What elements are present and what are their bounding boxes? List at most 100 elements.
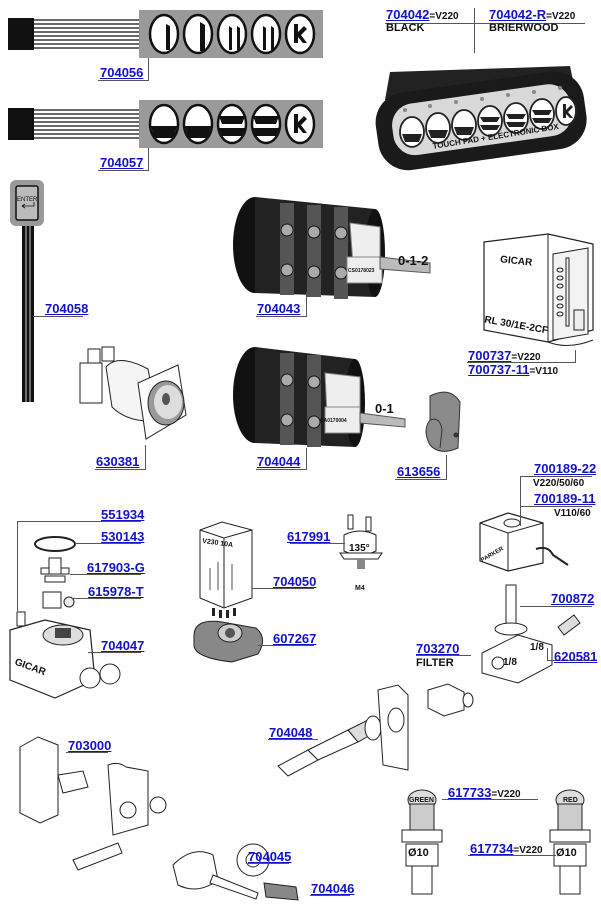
leader-line <box>72 598 141 599</box>
voltage-note-110: V110/60 <box>554 508 591 519</box>
switch-knob-illustration <box>425 391 461 452</box>
leader-line <box>17 521 18 611</box>
relay-and-socket-illustration <box>193 521 263 663</box>
voltage-suffix: =V220 <box>429 11 459 22</box>
leader-line <box>290 543 345 544</box>
part-link-704045[interactable]: 704045 <box>248 849 292 864</box>
leader-line <box>145 445 146 470</box>
pushbutton-switch-illustration <box>79 346 187 440</box>
leader-line <box>547 648 548 661</box>
part-code[interactable]: 704042-R <box>489 7 547 22</box>
leader-line <box>66 752 108 753</box>
part-link-704047[interactable]: 704047 <box>101 638 145 653</box>
leader-line <box>468 855 556 856</box>
switch-positions-0-1: 0-1 <box>375 401 394 416</box>
leader-line <box>75 543 141 544</box>
leader-line <box>258 645 314 646</box>
part-code[interactable]: 704042 <box>386 7 430 22</box>
thermostat-temperature: 135° <box>349 543 370 554</box>
part-link-704057[interactable]: 704057 <box>100 155 144 170</box>
part-link-704046[interactable]: 704046 <box>311 881 355 896</box>
part-link-704044[interactable]: 704044 <box>257 454 301 469</box>
part-link-615978-T[interactable]: 615978-T <box>88 584 144 599</box>
thermostat-illustration <box>339 514 383 569</box>
leader-line <box>446 455 447 480</box>
part-link-700189-22[interactable]: 700189-22 <box>534 461 597 476</box>
leader-line <box>306 292 307 317</box>
part-code[interactable]: 700737 <box>468 348 512 363</box>
enter-key-text: ENTER <box>17 197 38 203</box>
leader-line <box>98 170 148 171</box>
part-link-630381[interactable]: 630381 <box>96 454 140 469</box>
switch-model-label-2pos: CA0170004 <box>320 418 347 424</box>
leader-line <box>520 476 592 477</box>
leader-line <box>467 362 575 363</box>
part-link-703000[interactable]: 703000 <box>68 738 112 753</box>
part-link-613656[interactable]: 613656 <box>397 464 441 479</box>
voltage-suffix: =V220 <box>513 845 543 856</box>
part-link-551934[interactable]: 551934 <box>101 507 145 522</box>
red-lamp-text: RED <box>563 797 578 804</box>
part-link-617734[interactable]: 617734 =V220 <box>470 842 543 858</box>
part-link-700737[interactable]: 700737 =V220 <box>468 349 541 365</box>
part-link-530143[interactable]: 530143 <box>101 529 145 544</box>
voltage-suffix: =V220 <box>511 352 541 363</box>
part-link-700189-11[interactable]: 700189-11 <box>534 491 596 506</box>
part-link-704058[interactable]: 704058 <box>45 301 89 316</box>
part-link-620581[interactable]: 620581 <box>554 649 598 664</box>
leader-line <box>520 476 521 526</box>
gicar-control-box-illustration <box>483 233 594 346</box>
check-valve-and-fittings-illustration <box>277 683 474 777</box>
leader-line <box>256 469 306 470</box>
part-link-703270[interactable]: 703270 <box>416 641 460 656</box>
voltage-suffix: =V220 <box>491 789 521 800</box>
leader-line <box>268 739 318 740</box>
leader-line <box>70 574 141 575</box>
leader-line <box>547 660 592 661</box>
part-code[interactable]: 700737-11 <box>468 362 530 377</box>
part-link-704042-R[interactable]: 704042-R=V220 <box>489 8 575 24</box>
leader-line <box>148 148 149 171</box>
green-indicator-lamp-illustration <box>401 789 443 895</box>
part-link-617903-G[interactable]: 617903-G <box>87 560 145 575</box>
green-lamp-diameter: Ø10 <box>408 847 429 859</box>
leader-line <box>474 8 475 53</box>
part-link-704056[interactable]: 704056 <box>100 65 144 80</box>
leader-line <box>416 655 471 656</box>
part-link-704043[interactable]: 704043 <box>257 301 301 316</box>
part-link-704048[interactable]: 704048 <box>269 725 313 740</box>
leader-line <box>442 799 538 800</box>
port-size-a: 1/8 <box>530 642 544 653</box>
leader-line <box>247 863 289 864</box>
voltage-note-220: V220/50/60 <box>533 478 585 489</box>
part-code[interactable]: 617733 <box>448 785 492 800</box>
leader-line <box>33 316 83 317</box>
leader-line <box>88 652 141 653</box>
leader-line <box>256 316 306 317</box>
voltage-suffix: =V220 <box>546 11 576 22</box>
color-note-black: BLACK <box>386 22 425 34</box>
voltage-suffix: =V110 <box>529 366 559 377</box>
leader-line <box>520 506 592 507</box>
color-note-brierwood: BRIERWOOD <box>489 22 559 34</box>
membrane-keypad-5-buttons-illustration <box>8 10 323 58</box>
part-code[interactable]: 617734 <box>470 841 514 856</box>
leader-line <box>148 58 149 81</box>
leader-line <box>17 521 141 522</box>
gicar-flowmeter-assembly-illustration <box>9 536 121 699</box>
rotary-switch-3-position-illustration <box>233 197 431 299</box>
leader-line <box>306 448 307 470</box>
part-link-617733[interactable]: 617733 =V220 <box>448 786 521 802</box>
part-link-700737-11[interactable]: 700737-11=V110 <box>468 363 558 379</box>
enter-key-illustration <box>10 180 44 402</box>
switch-model-label-3pos: CS0178023 <box>348 268 375 274</box>
part-link-704042[interactable]: 704042=V220 <box>386 8 459 24</box>
thermostat-thread: M4 <box>355 585 365 592</box>
part-link-607267[interactable]: 607267 <box>273 631 317 646</box>
part-link-704050[interactable]: 704050 <box>273 574 317 589</box>
part-link-617991[interactable]: 617991 <box>287 529 331 544</box>
leader-line <box>575 350 576 363</box>
part-link-700872[interactable]: 700872 <box>551 591 595 606</box>
leader-line <box>98 80 148 81</box>
membrane-keypad-cups-illustration <box>8 100 323 148</box>
